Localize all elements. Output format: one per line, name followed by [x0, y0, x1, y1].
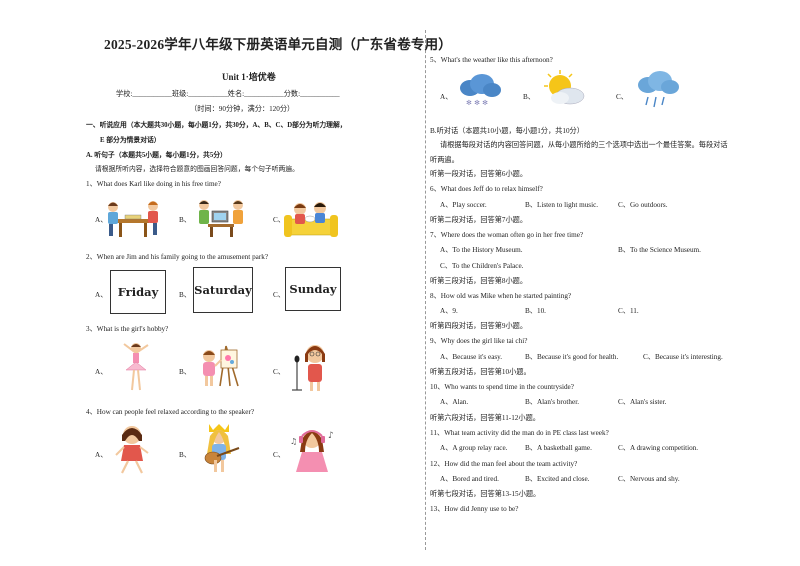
question-13: 13、How did Jenny use to be? — [430, 505, 519, 513]
snow-cloud-icon: ✻ ✻ ✻ — [460, 74, 501, 107]
q12-option-b: B、Excited and close. — [525, 475, 590, 483]
option-label-a: A、 — [95, 451, 108, 459]
option-label-c: C、 — [273, 451, 285, 459]
option-label-a: A、 — [95, 291, 108, 299]
unit-title: Unit 1·培优卷 — [222, 72, 276, 82]
question-1: 1、What does Karl like doing in his free … — [86, 180, 221, 188]
board-game-children-icon — [108, 201, 158, 237]
dialogue-5-note: 听第五段对话，回答第10小题。 — [430, 368, 531, 376]
option-label-b: B、 — [179, 291, 191, 299]
q11-option-c: C、A drawing competition. — [618, 444, 699, 452]
part-b-instruction: 请根据每段对话的内容回答问题，从每小题所给的三个选项中选出一个最佳答案。每段对话 — [440, 141, 728, 149]
option-label-a: A、 — [95, 368, 108, 376]
time-score-line: （时间：90分钟，满分：120分） — [190, 105, 295, 113]
q10-option-b: B、Alan's brother. — [525, 398, 579, 406]
question-3: 3、What is the girl's hobby? — [86, 325, 169, 333]
section-heading-cont: E 部分为情景对话） — [100, 137, 161, 144]
rain-cloud-icon — [638, 71, 679, 108]
sun-cloud-icon — [544, 70, 585, 105]
running-girl-icon — [115, 426, 149, 474]
option-label-b: B、 — [179, 216, 191, 224]
part-a-title: A. 听句子（本题共5小题，每小题1分，共5分） — [86, 152, 227, 159]
option-label-c: C、 — [273, 216, 285, 224]
question-10: 10、Who wants to spend time in the countr… — [430, 383, 574, 391]
option-label-b: B、 — [179, 451, 191, 459]
singing-microphone-girl-icon — [292, 345, 325, 391]
svg-text:♫: ♫ — [290, 437, 297, 446]
page-title: 2025-2026学年八年级下册英语单元自测（广东省卷专用） — [104, 37, 452, 52]
student-info-line: 学校:___________班级:___________姓名:_________… — [116, 90, 340, 98]
q6-option-c: C、Go outdoors. — [618, 201, 668, 209]
option-label-b: B、 — [523, 93, 535, 101]
dialogue-4-note: 听第四段对话，回答第9小题。 — [430, 322, 528, 330]
q9-option-c: C、Because it's interesting. — [643, 353, 723, 361]
day-option-friday: Friday — [110, 270, 166, 314]
q8-option-b: B、10. — [525, 307, 546, 315]
question-9: 9、Why does the girl like tai chi? — [430, 337, 528, 345]
q12-option-c: C、Nervous and shy. — [618, 475, 680, 483]
ballet-dancer-girl-icon — [123, 343, 149, 391]
option-label-c: C、 — [273, 291, 285, 299]
dialogue-6-note: 听第六段对话，回答第11-12小题。 — [430, 414, 540, 422]
svg-text:♪: ♪ — [328, 431, 334, 441]
section-heading: 一、听说应用（本大题共30小题，每小题1分，共30分，A、B、C、D部分为听力理… — [86, 122, 347, 129]
question-8: 8、How old was Mike when he started paint… — [430, 292, 572, 300]
part-b-title: B.听对话（本题共10小题，每小题1分，共10分） — [430, 127, 584, 135]
svg-text:✻ ✻ ✻: ✻ ✻ ✻ — [466, 99, 488, 107]
q11-option-a: A、A group relay race. — [440, 444, 508, 452]
dialogue-2-note: 听第二段对话，回答第7小题。 — [430, 216, 528, 224]
question-12: 12、How did the man feel about the team a… — [430, 460, 578, 468]
option-label-c: C、 — [273, 368, 285, 376]
q10-option-a: A、Alan. — [440, 398, 469, 406]
option-label-b: B、 — [179, 368, 191, 376]
option-label-c: C、 — [616, 93, 628, 101]
painting-easel-girl-icon — [203, 345, 239, 387]
option-label-a: A、 — [95, 216, 108, 224]
question-7: 7、Where does the woman often go in her f… — [430, 231, 584, 239]
guitar-girl-icon — [204, 424, 240, 472]
question-11: 11、What team activity did the man do in … — [430, 429, 609, 437]
column-divider — [425, 30, 426, 550]
q8-option-c: C、11. — [618, 307, 639, 315]
dialogue-3-note: 听第三段对话，回答第8小题。 — [430, 277, 528, 285]
sofa-watching-tv-children-icon — [284, 202, 338, 237]
q12-option-a: A、Bored and tired. — [440, 475, 499, 483]
question-4: 4、How can people feel relaxed according … — [86, 408, 255, 416]
question-5: 5、What's the weather like this afternoon… — [430, 56, 553, 64]
q8-option-a: A、9. — [440, 307, 458, 315]
listening-music-girl-icon: ♪♫ — [290, 430, 334, 472]
day-option-sunday: Sunday — [285, 267, 341, 311]
q7-option-c: C、To the Children's Palace. — [440, 262, 524, 270]
q9-option-b: B、Because it's good for health. — [525, 353, 619, 361]
q6-option-b: B、Listen to light music. — [525, 201, 599, 209]
q7-option-a: A、To the History Museum. — [440, 246, 523, 254]
dialogue-7-note: 听第七段对话，回答第13-15小题。 — [430, 490, 541, 498]
q11-option-b: B、A basketball game. — [525, 444, 592, 452]
dialogue-1-note: 听第一段对话，回答第6小题。 — [430, 170, 528, 178]
q9-option-a: A、Because it's easy. — [440, 353, 503, 361]
day-option-saturday: Saturday — [193, 267, 253, 313]
question-2: 2、When are Jim and his family going to t… — [86, 253, 269, 261]
question-6: 6、What does Jeff do to relax himself? — [430, 185, 543, 193]
part-a-instruction: 请根据所听内容，选择符合题意的图画回答问题，每个句子听两遍。 — [95, 166, 299, 173]
part-b-instruction-cont: 听两遍。 — [430, 156, 459, 164]
q6-option-a: A、Play soccer. — [440, 201, 487, 209]
q10-option-c: C、Alan's sister. — [618, 398, 667, 406]
q7-option-b: B、To the Science Museum. — [618, 246, 701, 254]
computer-gaming-children-icon — [199, 200, 243, 237]
option-label-a: A、 — [440, 93, 453, 101]
